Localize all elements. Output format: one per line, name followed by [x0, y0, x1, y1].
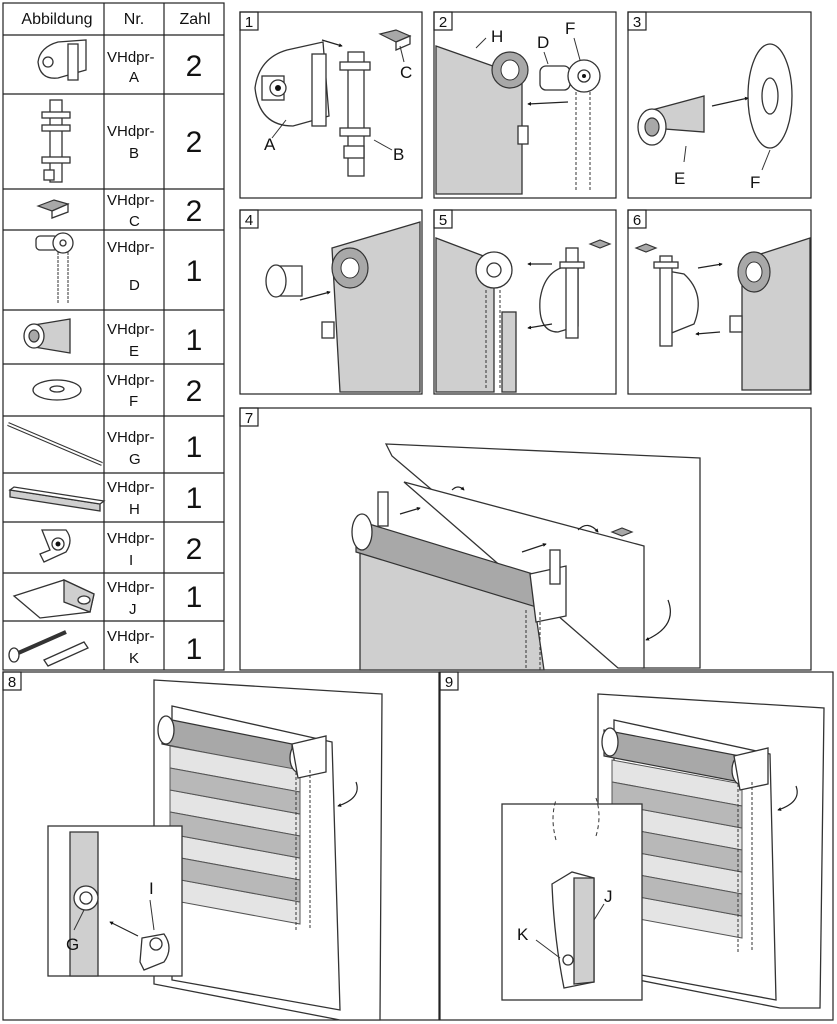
- part-letter: H: [129, 501, 140, 518]
- table-row: VHdpr- G 1: [7, 422, 203, 468]
- label-e: E: [674, 169, 685, 188]
- step-number: 3: [633, 14, 641, 31]
- part-quantity: 1: [186, 482, 203, 515]
- table-row: VHdpr- D 1: [35, 232, 203, 304]
- step-1-panel: 1 A B C: [239, 11, 423, 199]
- part-number: VHdpr-: [107, 530, 155, 547]
- part-quantity: 2: [186, 195, 203, 228]
- end-plug-icon: [23, 318, 71, 354]
- label-j: J: [604, 887, 613, 906]
- step-6-panel: 6: [627, 209, 812, 395]
- chain-control-icon: [35, 232, 74, 304]
- part-quantity: 1: [186, 255, 203, 288]
- step-3-panel: 3 E F: [627, 11, 812, 199]
- screw-and-dowel-icon: [8, 630, 89, 667]
- step-7-panel: 7: [239, 407, 812, 671]
- step-number: 8: [8, 674, 16, 691]
- part-number: VHdpr-: [107, 239, 155, 256]
- part-letter: I: [129, 552, 133, 569]
- part-number: VHdpr-: [107, 579, 155, 596]
- part-quantity: 2: [186, 126, 203, 159]
- label-i: I: [149, 879, 154, 898]
- label-g: G: [66, 935, 79, 954]
- step-2-panel: 2 H D F: [433, 11, 617, 199]
- bottom-rail-icon: [8, 486, 106, 512]
- mounting-plate-icon: [41, 99, 71, 183]
- rod-icon: [7, 422, 103, 466]
- label-k: K: [517, 925, 529, 944]
- part-number: VHdpr-: [107, 49, 155, 66]
- part-quantity: 1: [186, 324, 203, 357]
- label-h: H: [491, 27, 503, 46]
- label-f: F: [565, 19, 575, 38]
- header-abbildung: Abbildung: [21, 11, 92, 28]
- label-d: D: [537, 33, 549, 52]
- table-row: VHdpr- C 2: [36, 192, 203, 230]
- table-row: VHdpr- E 1: [23, 318, 203, 360]
- washer-icon: [32, 379, 82, 401]
- part-quantity: 1: [186, 581, 203, 614]
- label-f: F: [750, 173, 760, 192]
- part-number: VHdpr-: [107, 321, 155, 338]
- step-number: 1: [245, 14, 253, 31]
- label-c: C: [400, 63, 412, 82]
- bracket-assembly-icon: [37, 39, 87, 81]
- step-4-panel: 4: [239, 209, 423, 395]
- part-number: VHdpr-: [107, 372, 155, 389]
- step-number: 6: [633, 212, 641, 229]
- header-nr: Nr.: [124, 11, 144, 28]
- table-row: VHdpr- B 2: [41, 99, 203, 183]
- part-letter: E: [129, 343, 139, 360]
- part-letter: J: [129, 601, 137, 618]
- part-number: VHdpr-: [107, 192, 155, 209]
- step-number: 4: [245, 212, 253, 229]
- part-letter: K: [129, 650, 139, 667]
- chain-guard-icon: [12, 578, 95, 619]
- label-a: A: [264, 135, 276, 154]
- small-clip-icon: [36, 199, 70, 219]
- part-quantity: 1: [186, 431, 203, 464]
- safety-clip-icon: [39, 529, 71, 563]
- part-quantity: 2: [186, 50, 203, 83]
- table-row: VHdpr- J 1: [12, 578, 203, 619]
- part-letter: C: [129, 213, 140, 230]
- label-b: B: [393, 145, 404, 164]
- table-row: VHdpr- I 2: [39, 529, 203, 569]
- step-9-panel: 9 K J: [439, 671, 834, 1021]
- step-5-panel: 5: [433, 209, 617, 395]
- part-letter: F: [129, 393, 138, 410]
- part-number: VHdpr-: [107, 123, 155, 140]
- part-number: VHdpr-: [107, 429, 155, 446]
- part-number: VHdpr-: [107, 479, 155, 496]
- step-number: 5: [439, 212, 447, 229]
- parts-table: Abbildung Nr. Zahl VHdpr- A 2 VHdpr-: [2, 2, 225, 671]
- table-row: VHdpr- K 1: [8, 628, 203, 667]
- part-number: VHdpr-: [107, 628, 155, 645]
- part-letter: B: [129, 145, 139, 162]
- table-row: VHdpr- A 2: [37, 39, 203, 86]
- step-number: 7: [245, 410, 253, 427]
- part-letter: D: [129, 277, 140, 294]
- step-8-panel: 8 G I: [2, 671, 440, 1021]
- part-quantity: 2: [186, 375, 203, 408]
- table-row: VHdpr- H 1: [8, 479, 203, 518]
- part-quantity: 2: [186, 533, 203, 566]
- step-number: 9: [445, 674, 453, 691]
- part-letter: G: [129, 451, 141, 468]
- part-letter: A: [129, 69, 139, 86]
- table-row: VHdpr- F 2: [32, 372, 203, 410]
- header-zahl: Zahl: [179, 11, 210, 28]
- step-number: 2: [439, 14, 447, 31]
- part-quantity: 1: [186, 633, 203, 666]
